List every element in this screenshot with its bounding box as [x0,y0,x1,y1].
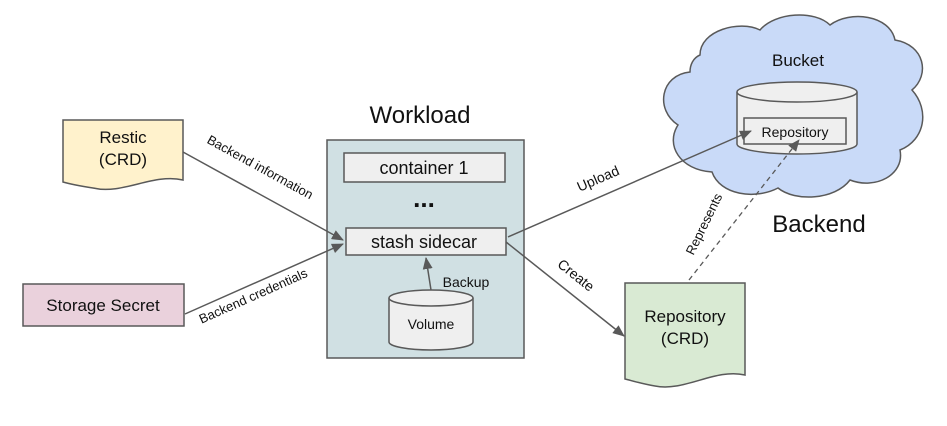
storage-secret-label: Storage Secret [46,296,160,315]
represents-label: Represents [683,190,726,257]
restic-label: Restic [99,128,147,147]
container-1-box [343,152,506,183]
storage-secret-node: Storage Secret [22,283,185,327]
restic-crd-node: Restic (CRD) [62,119,184,191]
backend-credentials-arrow [184,243,344,315]
backend-information-arrow [182,151,344,241]
repository-crd-label: Repository [644,307,726,326]
stash-sidecar-box [345,227,507,256]
backend-label: Backend [772,211,865,238]
stash-sidecar-label: stash sidecar [371,232,477,252]
upload-arrow [507,130,752,238]
workload-node: container 1 ... stash sidecar Volume [326,139,525,359]
backend-information-label: Backend information [205,132,316,202]
backend-credentials-label: Backend credentials [197,265,311,326]
volume-label: Volume [408,316,455,332]
create-arrow [505,241,625,337]
repository-crd-node: Repository (CRD) [624,282,746,388]
create-label: Create [555,256,598,295]
bucket-cloud: Bucket Repository [662,14,924,198]
restic-crd-label: (CRD) [99,150,147,169]
represents-arrow [688,139,800,281]
repository-crd-subtitle: (CRD) [661,329,709,348]
bucket-repository-label: Repository [762,124,829,140]
backup-arrow [422,257,433,291]
backup-label: Backup [443,274,490,290]
volume-cylinder [388,289,474,351]
container-1-label: container 1 [379,158,468,178]
workload-title: Workload [370,102,471,129]
bucket-label: Bucket [772,51,824,70]
ellipsis-label: ... [413,183,435,213]
